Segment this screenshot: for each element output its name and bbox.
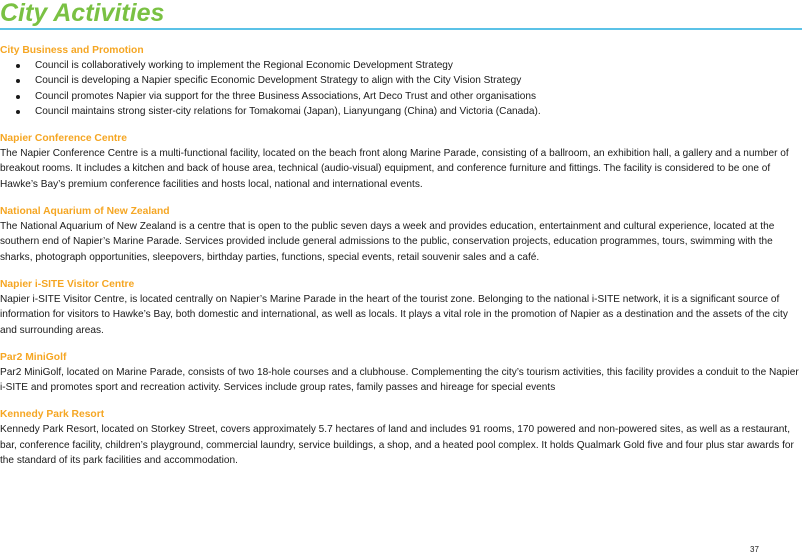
section-heading: National Aquarium of New Zealand — [0, 206, 170, 218]
section-conference-centre: Napier Conference Centre The Napier Conf… — [0, 132, 800, 192]
section-paragraph: Napier i-SITE Visitor Centre, is located… — [0, 293, 788, 336]
section-aquarium: National Aquarium of New Zealand The Nat… — [0, 205, 800, 265]
section-paragraph: The Napier Conference Centre is a multi-… — [0, 148, 789, 190]
list-item: Council is collaboratively working to im… — [0, 58, 800, 73]
section-paragraph: Par2 MiniGolf, located on Marine Parade,… — [0, 366, 799, 394]
list-item: Council promotes Napier via support for … — [0, 89, 800, 104]
section-kennedy-park: Kennedy Park Resort Kennedy Park Resort,… — [0, 408, 800, 468]
section-heading: Kennedy Park Resort — [0, 409, 105, 421]
bullet-icon — [16, 64, 20, 68]
section-heading: Napier i-SITE Visitor Centre — [0, 278, 135, 290]
list-item-text: Council is collaboratively working to im… — [35, 60, 453, 71]
section-heading: City Business and Promotion — [0, 45, 144, 56]
title-divider — [0, 28, 802, 30]
list-item: Council maintains strong sister-city rel… — [0, 104, 800, 119]
list-item-text: Council maintains strong sister-city rel… — [35, 105, 541, 117]
page-number: 37 — [750, 545, 759, 554]
document-body: City Business and Promotion Council is c… — [0, 44, 800, 481]
list-item-text: Council promotes Napier via support for … — [35, 90, 537, 102]
section-paragraph: Kennedy Park Resort, located on Storkey … — [0, 424, 794, 467]
list-item: Council is developing a Napier specific … — [0, 73, 800, 88]
section-city-business: City Business and Promotion Council is c… — [0, 44, 800, 119]
bullet-icon — [16, 94, 20, 99]
list-item-text: Council is developing a Napier specific … — [35, 75, 522, 87]
section-heading: Par2 MiniGolf — [0, 351, 67, 363]
section-paragraph: The National Aquarium of New Zealand is … — [0, 221, 775, 263]
bullet-icon — [16, 109, 20, 114]
section-isite: Napier i-SITE Visitor Centre Napier i-SI… — [0, 278, 800, 338]
bullet-icon — [16, 79, 20, 84]
section-heading: Napier Conference Centre — [0, 133, 128, 145]
page-title: City Activities — [0, 0, 165, 27]
section-minigolf: Par2 MiniGolf Par2 MiniGolf, located on … — [0, 351, 800, 396]
bullet-list: Council is collaboratively working to im… — [0, 58, 800, 119]
